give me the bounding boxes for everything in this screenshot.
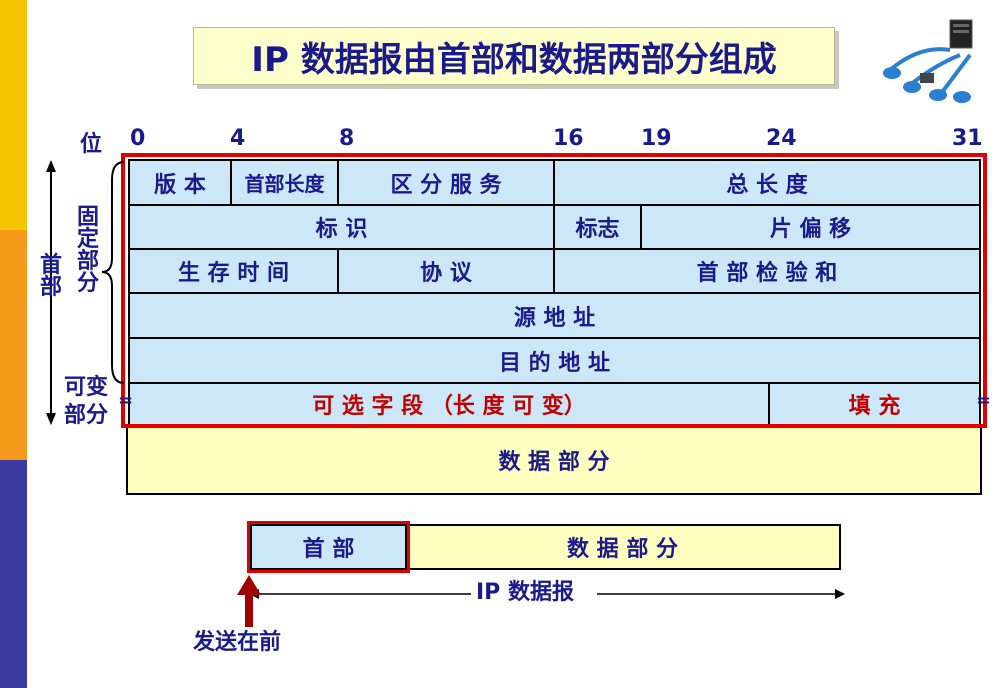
left-strip-orange bbox=[0, 230, 27, 460]
send-first-arrow bbox=[237, 575, 261, 627]
gap-marker-left: = bbox=[118, 390, 133, 411]
bit-tick-4: 4 bbox=[230, 126, 245, 151]
left-strip-blue bbox=[0, 460, 27, 688]
label-fixed-part: 固定部分 bbox=[75, 207, 101, 295]
bit-tick-8: 8 bbox=[339, 126, 354, 151]
bit-tick-0: 0 bbox=[130, 126, 145, 151]
bottom-data-part: 数 据 部 分 bbox=[404, 524, 841, 570]
label-variable-2: 部分 bbox=[64, 405, 108, 427]
bit-tick-24: 24 bbox=[766, 126, 797, 151]
fixed-part-brace bbox=[100, 160, 126, 385]
header-highlight-frame bbox=[121, 153, 987, 428]
bottom-header-frame bbox=[247, 521, 410, 573]
bit-tick-31: 31 bbox=[952, 126, 983, 151]
label-send-first: 发送在前 bbox=[193, 632, 281, 654]
bit-tick-19: 19 bbox=[641, 126, 672, 151]
network-icon bbox=[880, 15, 990, 105]
left-strip-yellow bbox=[0, 0, 27, 230]
bit-tick-16: 16 bbox=[553, 126, 584, 151]
data-part: 数 据 部 分 bbox=[126, 424, 982, 495]
label-ip-datagram: IP 数据报 bbox=[476, 582, 574, 604]
slide-title: IP 数据报由首部和数据两部分组成 bbox=[193, 27, 835, 85]
label-header: 首部 bbox=[38, 255, 64, 299]
bit-label: 位 bbox=[80, 126, 102, 158]
label-variable-1: 可变 bbox=[64, 377, 108, 399]
gap-marker-right: = bbox=[976, 390, 991, 411]
